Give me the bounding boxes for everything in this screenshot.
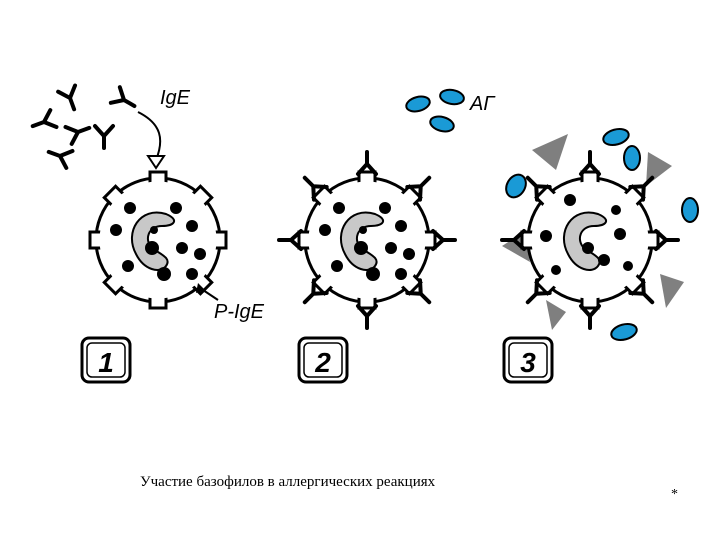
granules	[319, 202, 415, 281]
nucleus	[340, 211, 385, 271]
footnote-mark: *	[671, 487, 678, 502]
free-ige-antibodies	[27, 83, 141, 170]
basophil-cell-3	[500, 150, 680, 330]
receptor-label: P-IgE	[214, 301, 265, 323]
figure-caption: Участие базофилов в аллергических реакци…	[140, 474, 436, 490]
step-badge-3: 3	[502, 336, 554, 384]
bound-antigens	[505, 128, 699, 341]
step-badge-1: 1	[80, 336, 132, 384]
panel-2: АГ 2	[277, 88, 496, 384]
step-number-3: 3	[520, 347, 536, 378]
granules	[110, 202, 206, 281]
step-badge-2: 2	[297, 336, 349, 384]
step-number-1: 1	[98, 347, 114, 378]
nucleus	[131, 211, 176, 271]
panel-3: 3	[500, 128, 699, 384]
basophil-cell-2	[277, 150, 457, 330]
granules	[540, 194, 633, 275]
ige-label: IgE	[160, 87, 191, 109]
basophil-cell-1	[88, 170, 228, 310]
free-antigens	[405, 88, 465, 133]
step-number-2: 2	[314, 347, 331, 378]
ige-binding-arrow	[137, 111, 162, 161]
panel-1: IgE	[27, 83, 265, 384]
antigen-label: АГ	[469, 93, 496, 115]
